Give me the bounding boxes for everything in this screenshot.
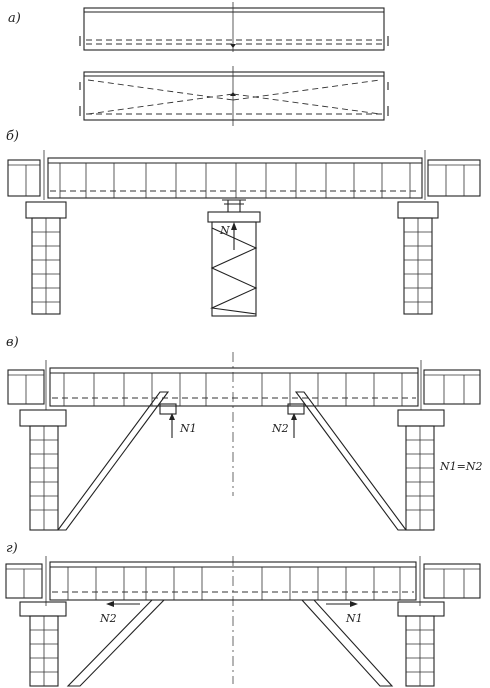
panel-v-label: в) [6, 335, 19, 350]
panel-g-label: г) [6, 541, 18, 556]
panel-v-strut-left: N1 [56, 391, 197, 531]
panel-a-label: а) [8, 11, 21, 26]
panel-g-strut-left: N2 [66, 599, 166, 687]
panel-g-adjacent-span-right [423, 563, 481, 599]
panel-a-beam-2 [79, 66, 389, 126]
panel-v-force-left-label: N1 [179, 422, 197, 435]
panel-b: б) [6, 129, 481, 317]
panel-g-pier-right [397, 601, 445, 687]
panel-a-beam-1 [79, 2, 389, 52]
panel-b-pier-right [397, 201, 439, 315]
panel-v: в) [6, 335, 482, 531]
panel-v-force-right-label: N2 [271, 422, 289, 435]
panel-v-adjacent-span-right [423, 369, 481, 405]
panel-v-strut-right: N2 [271, 391, 408, 531]
panel-b-adjacent-span-left [7, 159, 41, 197]
panel-g: г) [5, 541, 481, 687]
panel-g-main-beam [45, 556, 421, 606]
panel-a: а) [8, 2, 389, 126]
panel-b-adjacent-span-right [427, 159, 481, 197]
panel-v-pier-right [397, 409, 445, 531]
panel-b-pier-left [25, 201, 67, 315]
panel-g-force-left-label: N2 [99, 612, 117, 625]
panel-b-label: б) [6, 129, 19, 144]
panel-v-adjacent-span-left [7, 369, 45, 405]
panel-b-temporary-support: N [207, 199, 261, 317]
panel-g-adjacent-span-left [5, 563, 43, 599]
panel-b-force-label: N [219, 224, 230, 237]
panel-g-force-right-label: N1 [345, 612, 363, 625]
panel-g-pier-left [19, 601, 67, 687]
panel-v-relation-label: N1=N2 [439, 460, 482, 473]
panel-v-pier-left [19, 409, 67, 531]
panel-v-main-beam [45, 360, 422, 410]
panel-g-strut-right: N1 [300, 599, 394, 687]
panel-b-main-beam [43, 150, 426, 200]
